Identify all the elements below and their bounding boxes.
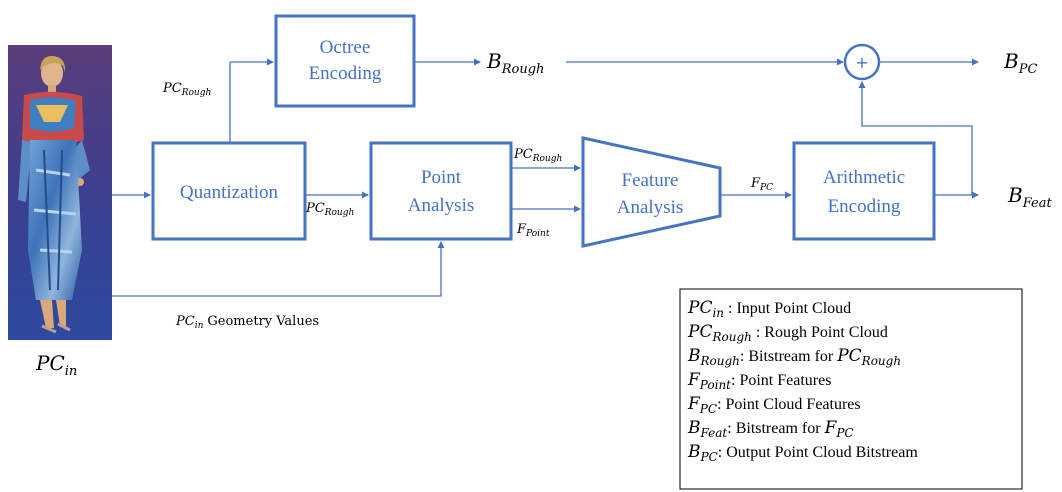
adder-node: + <box>843 43 881 81</box>
legend-entry: BRough: Bitstream for PCRough <box>687 346 901 368</box>
arithmetic-encoding-box: Arithmetic Encoding <box>792 141 936 241</box>
quantization-box: Quantization <box>151 141 307 241</box>
person-point-cloud-image <box>8 45 112 340</box>
label-fpoint: FPoint <box>516 222 550 239</box>
arrow-geometry-to-point <box>112 241 445 297</box>
legend-entry: BPC: Output Point Cloud Bitstream <box>687 442 918 464</box>
adder-symbol: + <box>855 53 868 72</box>
octree-label-line1: Octree <box>320 37 371 58</box>
legend-entry: BFeat: Bitstream for FPC <box>687 418 854 440</box>
label-pcrough-point: PCRough <box>513 147 562 164</box>
point-analysis-line2: Analysis <box>408 195 475 216</box>
label-bfeat: BFeat <box>1007 183 1052 211</box>
legend-entry: PCRough : Rough Point Cloud <box>687 322 888 344</box>
feature-analysis-box: Feature Analysis <box>581 136 722 248</box>
feature-analysis-line1: Feature <box>622 170 679 191</box>
arrow-feedback-to-adder <box>858 81 973 195</box>
arithmetic-label-line2: Encoding <box>828 196 901 217</box>
label-fpc: FPC <box>750 176 773 193</box>
legend-entry: FPC: Point Cloud Features <box>687 394 861 416</box>
octree-encoding-box: Octree Encoding <box>274 14 416 108</box>
label-pcin: PCin <box>35 351 77 379</box>
quantization-label: Quantization <box>180 182 279 203</box>
label-brough: BRough <box>486 49 544 77</box>
point-analysis-box: Point Analysis <box>369 141 513 241</box>
arithmetic-label-line1: Arithmetic <box>823 167 905 188</box>
label-pcrough-quant-right: PCRough <box>305 201 354 218</box>
arrows <box>112 58 979 297</box>
feature-analysis-line2: Analysis <box>617 197 684 218</box>
octree-label-line2: Encoding <box>309 63 382 84</box>
legend-entry: PCin : Input Point Cloud <box>687 298 851 320</box>
label-pcrough-quant-up: PCRough <box>162 81 211 98</box>
point-analysis-line1: Point <box>421 167 462 188</box>
signal-labels: PCRough PCRough PCRough FPoint FPC BRoug… <box>35 49 1052 379</box>
label-bpc: BPC <box>1003 49 1037 77</box>
legend-entry: FPoint: Point Features <box>687 370 831 392</box>
